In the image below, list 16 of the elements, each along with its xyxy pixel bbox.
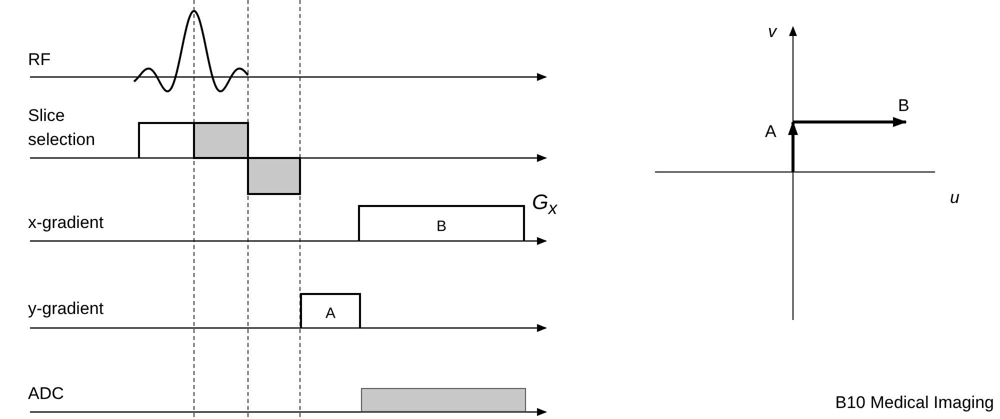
footer-note: B10 Medical Imaging	[835, 393, 994, 413]
gradient-pulse	[300, 293, 361, 328]
axis-label: u	[950, 188, 960, 208]
row-label: ADC	[28, 384, 64, 404]
row-label: x-gradient	[28, 213, 104, 233]
gradient-pulse	[358, 205, 525, 241]
point-label: B	[898, 96, 910, 116]
pulse-label: B	[435, 218, 448, 236]
gradient-symbol: G$_{x}$	[532, 193, 558, 218]
adc-window	[361, 388, 526, 412]
axis-label: v	[768, 22, 776, 42]
row-label: RF	[28, 50, 51, 70]
point-label: A	[765, 122, 776, 142]
row-label: Slice selection	[28, 105, 96, 151]
row-label: y-gradient	[28, 299, 104, 319]
pulse-label: A	[324, 305, 336, 323]
